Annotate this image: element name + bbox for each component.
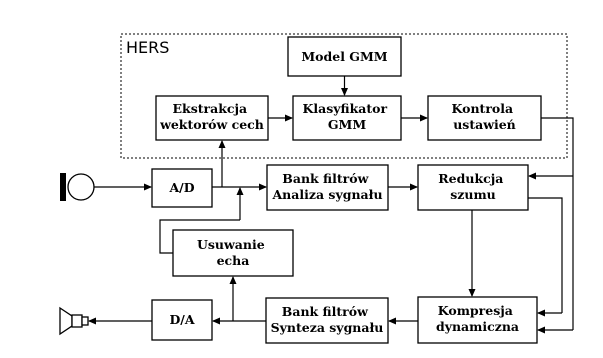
svg-text:A/D: A/D — [168, 180, 194, 195]
bank-synteza-block: Bank filtrów Synteza sygnału — [265, 297, 389, 344]
kompresja-block: Kompresja dynamiczna — [417, 296, 538, 344]
ekstrakcja-block: Ekstrakcja wektorów cech — [155, 95, 269, 141]
hers-label: HERS — [126, 38, 169, 57]
svg-text:Ekstrakcja wektorów cech: Ekstrakcja wektorów cech — [159, 101, 264, 132]
klasyfikator-label-line1: Klasyfikator — [303, 101, 388, 116]
kontrola-label-line2: ustawień — [453, 117, 516, 132]
bank-analiza-block: Bank filtrów Analiza sygnału — [266, 164, 389, 211]
model-gmm-block: Model GMM — [287, 36, 402, 77]
redukcja-label-line1: Redukcja — [438, 171, 503, 186]
svg-text:D/A: D/A — [169, 312, 194, 327]
kontrola-label-line1: Kontrola — [452, 101, 514, 116]
svg-text:Klasyfikator GMM: Klasyfikator GMM — [303, 101, 392, 132]
kompresja-label-line1: Kompresja — [438, 303, 513, 318]
svg-text:Usuwanie echa: Usuwanie echa — [197, 237, 269, 268]
svg-text:Kontrola ustawień: Kontrola ustawień — [452, 101, 518, 132]
klasyfikator-label-line2: GMM — [328, 117, 367, 132]
ad-block: A/D — [151, 168, 213, 208]
svg-text:Bank filtrów Synteza syg: Bank filtrów Synteza sygnału — [271, 304, 384, 335]
redukcja-label-line2: szumu — [450, 187, 496, 202]
klasyfikator-block: Klasyfikator GMM — [292, 95, 402, 141]
usuwanie-label-line1: Usuwanie — [197, 237, 265, 252]
svg-text:Bank filtrów Analiza syg: Bank filtrów Analiza sygnału — [271, 171, 382, 202]
connections — [88, 76, 574, 334]
da-label: D/A — [169, 312, 194, 327]
bank-analiza-label-line2: Analiza sygnału — [271, 187, 382, 202]
redukcja-block: Redukcja szumu — [417, 164, 529, 211]
hers-region — [120, 33, 568, 159]
svg-text:Model GMM: Model GMM — [301, 49, 387, 64]
usuwanie-label-line2: echa — [217, 253, 250, 268]
model-gmm-label: Model GMM — [301, 49, 387, 64]
ekstrakcja-label-line2: wektorów cech — [159, 117, 264, 132]
kompresja-label-line2: dynamiczna — [436, 319, 519, 334]
bank-analiza-label-line1: Bank filtrów — [282, 171, 369, 186]
svg-text:Kompresja dynamiczna: Kompresja dynamiczna — [436, 303, 519, 334]
ad-label: A/D — [168, 180, 194, 195]
da-block: D/A — [151, 299, 213, 341]
bank-synteza-label-line2: Synteza sygnału — [271, 320, 384, 335]
speaker-icon — [59, 306, 89, 336]
svg-text:Redukcja szumu: Redukcja szumu — [438, 171, 507, 202]
usuwanie-block: Usuwanie echa — [172, 229, 294, 277]
kontrola-block: Kontrola ustawień — [427, 95, 542, 141]
microphone-icon — [60, 173, 95, 201]
bank-synteza-label-line1: Bank filtrów — [282, 304, 369, 319]
ekstrakcja-label-line1: Ekstrakcja — [173, 101, 248, 116]
